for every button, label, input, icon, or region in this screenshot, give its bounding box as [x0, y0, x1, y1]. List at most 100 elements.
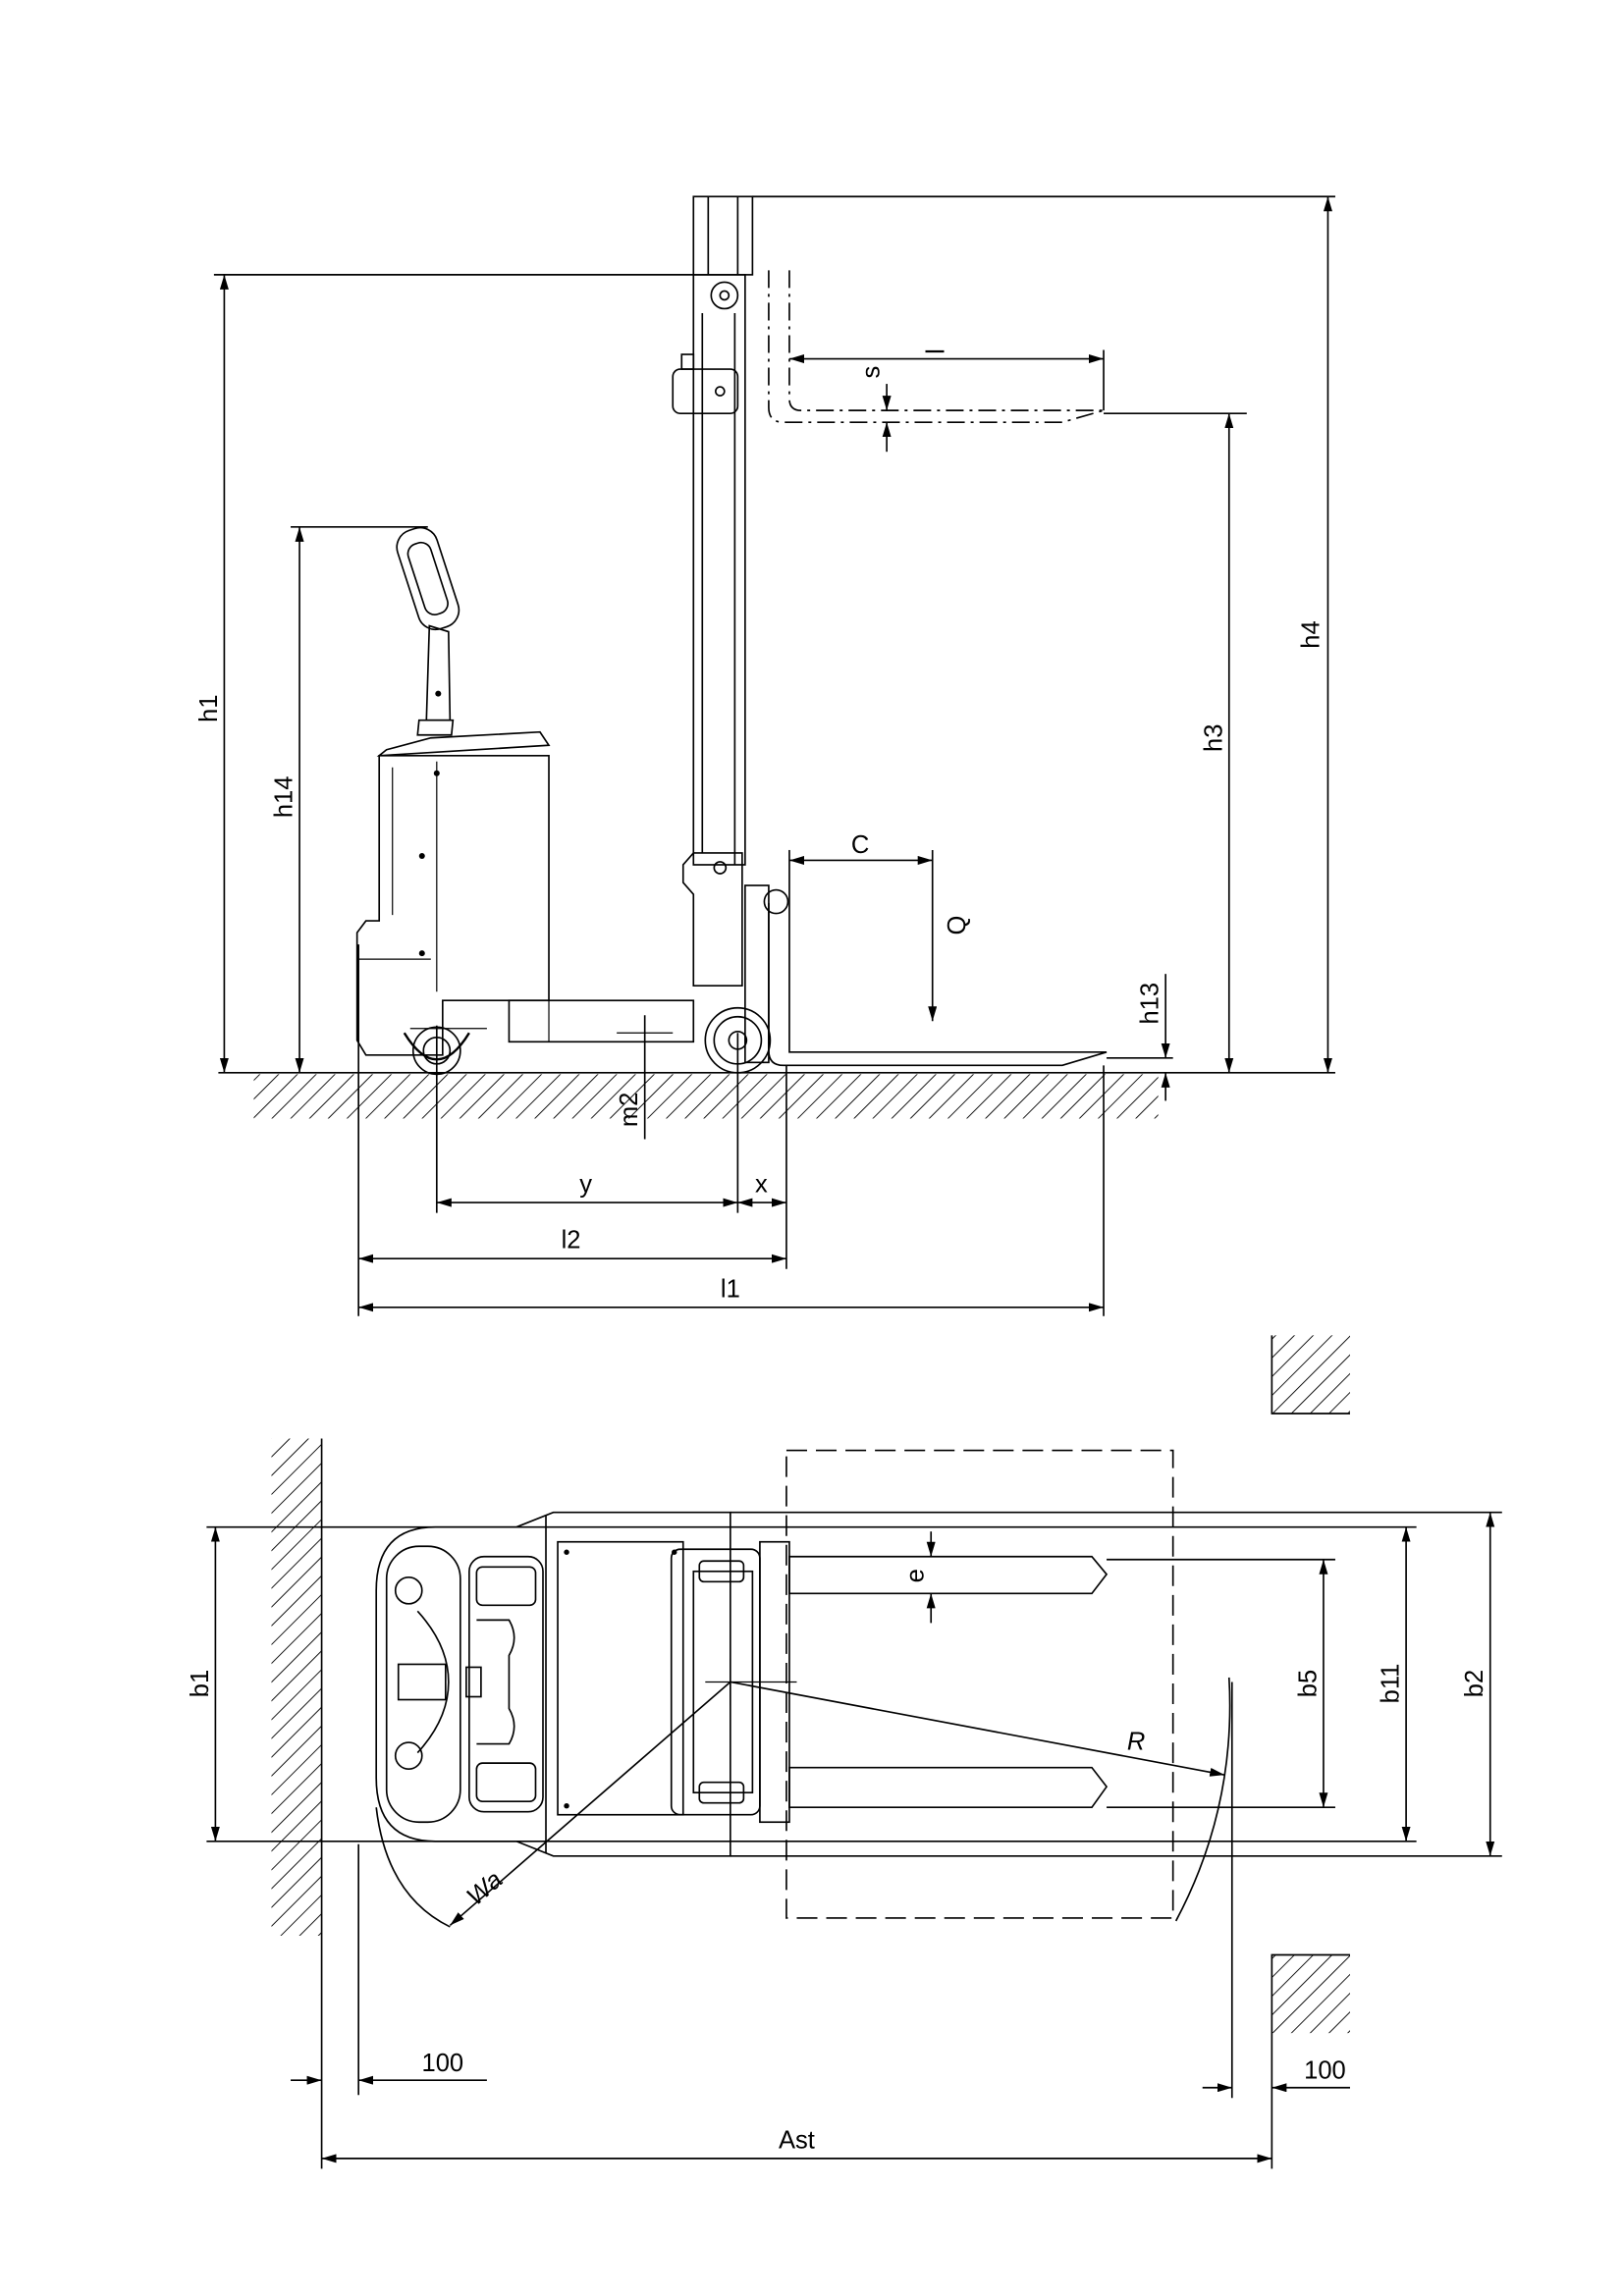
- wa-turning-arc: [375, 1807, 451, 1928]
- wa-dimension: Wa: [375, 1681, 731, 1928]
- wa-radius-line: [449, 1681, 731, 1927]
- chassis-fastener: [564, 1803, 569, 1809]
- m2-dimension: m2: [616, 1015, 646, 1140]
- r-turning-arc: [1174, 1677, 1231, 1922]
- battery-lid-recess: [476, 1619, 515, 1745]
- q-load-arrow: Q: [928, 849, 971, 1022]
- b5-label: b5: [1294, 1670, 1322, 1697]
- tiller-knob: [394, 1741, 423, 1770]
- side-view: h1 h14 h4 h3 l s: [195, 195, 1335, 1316]
- e-label: e: [902, 1569, 930, 1582]
- battery-lid-notch: [475, 1566, 537, 1607]
- tiller-control-block: [397, 1663, 447, 1701]
- ast-label: Ast: [779, 2126, 815, 2154]
- s-label: s: [858, 366, 886, 379]
- h13-dimension: h13: [1107, 974, 1173, 1101]
- tiller-head: [396, 526, 460, 631]
- battery-lid: [468, 1555, 544, 1813]
- b11-dimension: b11: [1378, 1526, 1411, 1842]
- tiller-grip: [416, 1610, 450, 1754]
- left-wall-hatch: [271, 1438, 322, 1936]
- b1-dimension: b1: [187, 1526, 220, 1842]
- lowered-fork: [768, 903, 1108, 1067]
- mast-top-extension: [692, 195, 754, 276]
- b1-label: b1: [187, 1670, 214, 1697]
- tiller-head-top: [385, 1545, 461, 1824]
- h1-label: h1: [195, 694, 223, 721]
- e-dimension: e: [902, 1531, 936, 1624]
- l1-label: l1: [721, 1275, 740, 1303]
- r-dimension: R: [730, 1677, 1231, 1922]
- h4-label: h4: [1297, 620, 1325, 648]
- s-dimension: s: [858, 366, 892, 453]
- left-clearance-label: 100: [422, 2050, 464, 2077]
- battery-lid-notch: [475, 1762, 537, 1803]
- lower-right-wall-hatch: [1271, 1954, 1350, 2034]
- upper-right-wall: [1271, 1335, 1350, 1415]
- upper-fork: [788, 1555, 1109, 1595]
- body-fastener: [433, 770, 440, 776]
- lower-right-wall: [1271, 1953, 1350, 2169]
- ground-hatch: [253, 1074, 1159, 1119]
- h1-dimension: h1: [195, 274, 694, 1073]
- top-view: b1 b5 b11 b2 e R: [187, 1335, 1502, 2169]
- y-label: y: [579, 1171, 592, 1199]
- l2-label: l2: [562, 1227, 581, 1255]
- carriage-bolt: [713, 861, 728, 875]
- h4-dimension: h4: [752, 195, 1335, 1073]
- mast-pulley-hub: [719, 290, 730, 301]
- h3-dimension: h3: [1104, 412, 1247, 1073]
- right-clearance-label: 100: [1304, 2057, 1346, 2085]
- mast-roller: [698, 1560, 745, 1583]
- raised-forks: [768, 270, 1105, 423]
- tiller-base: [416, 719, 455, 736]
- fork-carriage: [681, 852, 743, 988]
- mast-bracket-bolt: [714, 386, 726, 397]
- pallet-load-outline: [785, 1449, 1174, 1919]
- mast-front-roller: [763, 888, 789, 915]
- upper-right-wall-hatch: [1271, 1335, 1350, 1414]
- x-label: x: [755, 1171, 768, 1199]
- mast-roller: [698, 1781, 745, 1804]
- lower-fork: [788, 1766, 1109, 1809]
- tiller-head-grip: [406, 541, 449, 615]
- mast-pulley: [710, 281, 739, 310]
- r-radius-line: [730, 1681, 1225, 1777]
- mast: [672, 195, 789, 1064]
- length-dimensions: y x l2 l1: [357, 944, 1105, 1316]
- body-outline: [355, 754, 550, 1056]
- raised-fork-outline: [768, 270, 1105, 423]
- wa-label: Wa: [461, 1866, 508, 1911]
- truck-top-view: [375, 1511, 1109, 1857]
- b2-label: b2: [1461, 1670, 1488, 1697]
- l-dimension: l: [788, 348, 1105, 411]
- raised-fork-outline: [788, 270, 1105, 411]
- body-top-cover: [376, 730, 551, 757]
- lower-right-wall-face: [1271, 1953, 1350, 2169]
- mast-front-plate: [744, 884, 770, 1064]
- mast-bracket: [672, 368, 739, 414]
- b5-dimension: b5: [1294, 1559, 1328, 1808]
- chassis-fastener: [564, 1549, 569, 1555]
- h14-label: h14: [271, 776, 298, 819]
- tiller-knob: [394, 1575, 423, 1605]
- mast-bracket-tab: [680, 353, 695, 370]
- b11-label: b11: [1378, 1664, 1405, 1704]
- upper-right-wall-face: [1271, 1335, 1350, 1415]
- b2-dimension: b2: [1461, 1512, 1495, 1856]
- c-label: C: [851, 831, 869, 859]
- mast-body: [692, 274, 746, 866]
- operator-platform: [508, 999, 695, 1043]
- m2-label: m2: [616, 1093, 643, 1127]
- body-fastener: [418, 950, 425, 957]
- tiller-head-outline: [396, 526, 460, 631]
- tiller-pivot: [435, 690, 442, 697]
- h3-label: h3: [1200, 724, 1227, 752]
- tiller-switch: [465, 1666, 482, 1698]
- l-label: l: [923, 348, 950, 354]
- aisle-dimensions: 100 100 Ast: [291, 1682, 1350, 2163]
- body-fastener: [418, 852, 425, 859]
- chassis-plate: [557, 1540, 684, 1816]
- c-dimension: C: [788, 831, 933, 904]
